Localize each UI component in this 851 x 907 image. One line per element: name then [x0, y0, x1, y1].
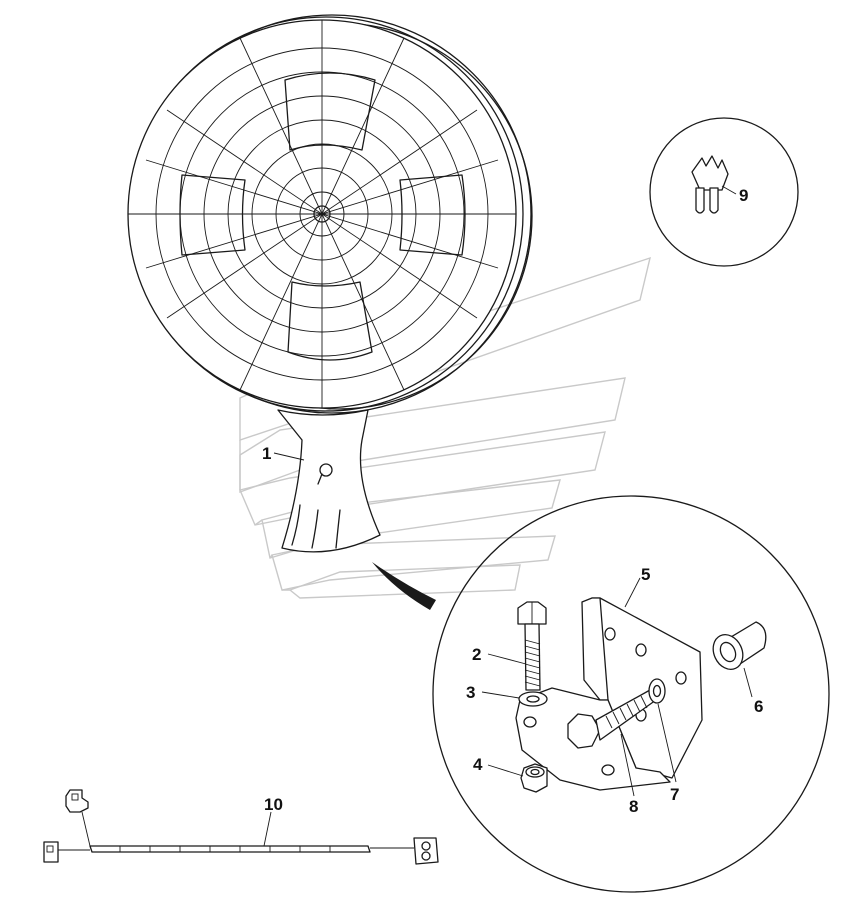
washer — [518, 691, 548, 707]
callout-4: 4 — [473, 755, 483, 774]
work-lamp — [127, 14, 533, 553]
wiring-harness — [43, 789, 439, 865]
leader-lines — [263, 452, 753, 847]
callout-9: 9 — [739, 186, 748, 205]
vertical-bolt — [517, 601, 547, 691]
callout-5: 5 — [641, 565, 650, 584]
detail-circle — [432, 495, 830, 893]
callout-7: 7 — [670, 785, 679, 804]
lock-washer — [648, 678, 666, 704]
callout-3: 3 — [466, 683, 475, 702]
nut — [520, 763, 548, 793]
callout-8: 8 — [629, 797, 638, 816]
callout-2: 2 — [472, 645, 481, 664]
bushing — [712, 621, 767, 671]
callout-10: 10 — [264, 795, 283, 814]
horizontal-bolt — [567, 689, 657, 749]
bulb-detail — [649, 117, 799, 267]
callout-1: 1 — [262, 444, 271, 463]
callout-6: 6 — [754, 697, 763, 716]
detail-pointer — [372, 562, 436, 610]
